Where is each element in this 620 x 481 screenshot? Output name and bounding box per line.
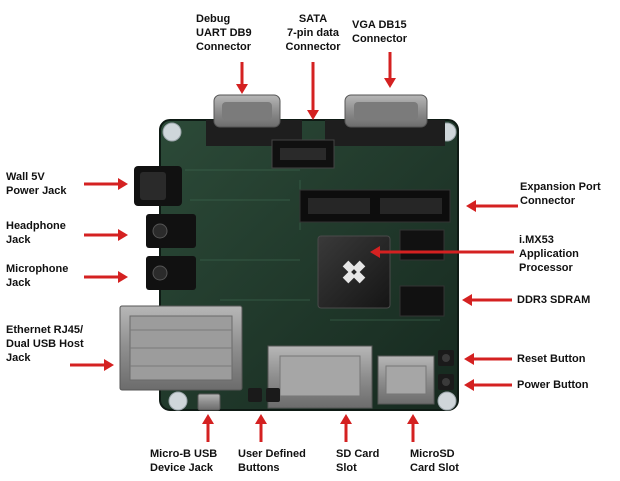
label-microsd: MicroSD Card Slot — [410, 448, 459, 474]
label-wall-power: Wall 5V Power Jack — [6, 171, 67, 197]
micro-b-usb-jack — [197, 393, 221, 411]
arrow-user-buttons — [255, 414, 267, 442]
reset-button — [438, 350, 454, 366]
ddr3-sdram — [399, 229, 445, 317]
ethernet-usb-jack — [119, 305, 243, 391]
arrow-micro-b — [202, 414, 214, 442]
microphone-jack — [146, 256, 196, 290]
label-microphone: Microphone Jack — [6, 263, 69, 289]
uart-db9-connector — [206, 94, 302, 146]
power-jack — [134, 166, 182, 206]
arrow-headphone — [84, 229, 128, 241]
label-reset: Reset Button — [517, 353, 586, 365]
arrow-wall-power — [84, 178, 128, 190]
label-vga: VGA DB15 Connector — [352, 19, 407, 45]
label-micro-b: Micro-B USB Device Jack — [150, 448, 218, 474]
headphone-jack — [146, 214, 196, 248]
arrow-imx53 — [370, 246, 514, 258]
arrow-expansion — [466, 200, 518, 212]
arrow-debug-uart — [236, 62, 248, 94]
label-user-buttons: User Defined Buttons — [238, 448, 306, 474]
label-power: Power Button — [517, 379, 589, 391]
label-sd-card: SD Card Slot — [336, 448, 380, 474]
label-sata: SATA 7-pin data Connector — [285, 13, 341, 53]
vga-db15-connector — [325, 94, 445, 146]
label-ddr3: DDR3 SDRAM — [517, 294, 591, 306]
label-expansion: Expansion Port Connector — [520, 181, 601, 207]
arrow-sata — [307, 62, 319, 120]
arrow-microsd — [407, 414, 419, 442]
expansion-port-connector — [299, 189, 451, 223]
arrow-ddr3 — [462, 294, 512, 306]
arrow-vga — [384, 52, 396, 88]
arrow-power — [464, 379, 512, 391]
microsd-card-slot — [377, 355, 435, 405]
imx53-processor — [317, 235, 391, 309]
label-imx53: i.MX53 Application Processor — [519, 234, 579, 274]
arrow-ethernet-usb — [70, 359, 114, 371]
arrow-sd-card — [340, 414, 352, 442]
sata-connector — [271, 139, 335, 169]
label-headphone: Headphone Jack — [6, 220, 66, 246]
user-defined-buttons — [248, 388, 280, 402]
sd-card-slot — [267, 345, 373, 409]
power-button — [438, 374, 454, 390]
arrow-microphone — [84, 271, 128, 283]
arrow-reset — [464, 353, 512, 365]
label-debug-uart: Debug UART DB9 Connector — [196, 13, 252, 53]
label-ethernet-usb: Ethernet RJ45/ Dual USB Host Jack — [6, 324, 84, 364]
